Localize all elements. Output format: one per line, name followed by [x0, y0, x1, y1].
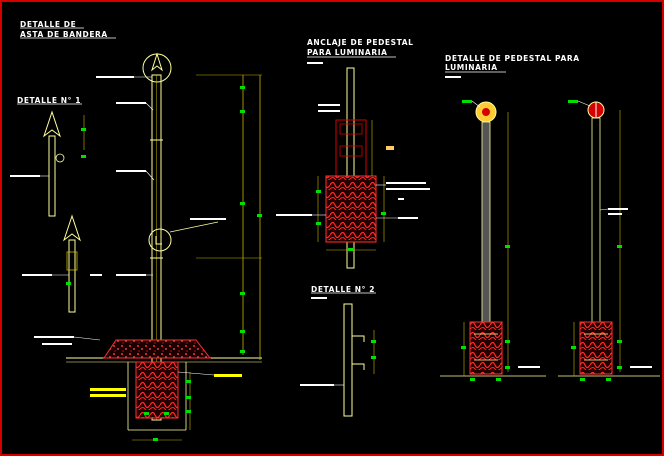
pedestal-title-line1: DETALLE DE PEDESTAL PARA [445, 54, 580, 63]
pedestal-right-drawing [558, 100, 660, 381]
anchor-drawing [276, 67, 430, 269]
anchor-title: ANCLAJE DE PEDESTAL PARA LUMINARIA [307, 38, 414, 64]
detail1-title: DETALLE N° 1 [17, 96, 82, 105]
detail2-title: DETALLE N° 2 [311, 285, 376, 299]
flagpole-title-line2: ASTA DE BANDERA [20, 30, 108, 39]
detail1-drawing [10, 110, 102, 313]
detail2-title-text: DETALLE N° 2 [311, 285, 375, 294]
detail2-drawing [300, 303, 376, 417]
flagpole-drawing [34, 52, 262, 441]
pedestal-left-drawing [440, 100, 546, 381]
flagpole-title: DETALLE DE ASTA DE BANDERA [20, 20, 116, 39]
flagpole-title-line1: DETALLE DE [20, 20, 76, 29]
detail1-title-text: DETALLE N° 1 [17, 96, 81, 105]
pedestal-title: DETALLE DE PEDESTAL PARA LUMINARIA [445, 54, 580, 78]
anchor-title-line1: ANCLAJE DE PEDESTAL [307, 38, 414, 47]
pedestal-title-line2: LUMINARIA [445, 63, 498, 72]
anchor-title-line2: PARA LUMINARIA [307, 48, 388, 57]
